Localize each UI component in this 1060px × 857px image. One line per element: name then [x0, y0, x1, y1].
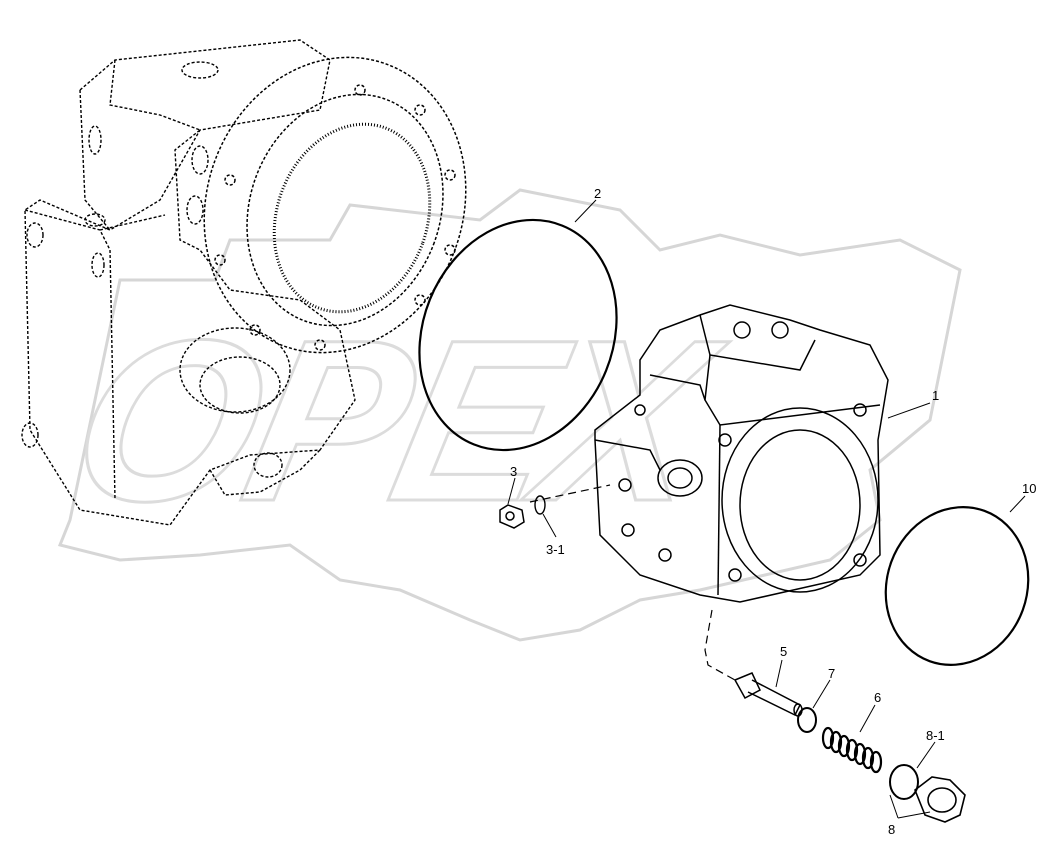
- watermark-gear-outline: [57, 188, 962, 642]
- callout-6: 6: [874, 690, 881, 705]
- callout-8-1: 8-1: [926, 728, 945, 743]
- spring-part-6: [821, 726, 883, 774]
- watermark-text: OPEX: [53, 292, 741, 549]
- ring-part-8-1: [889, 764, 919, 800]
- callout-5: 5: [780, 644, 787, 659]
- callout-7: 7: [828, 666, 835, 681]
- o-ring-large: [418, 218, 618, 452]
- callout-3-1: 3-1: [546, 542, 565, 557]
- callout-2: 2: [594, 186, 601, 201]
- plug-part-3: [499, 504, 525, 529]
- callout-1: 1: [932, 388, 939, 403]
- o-ring-3-1: [534, 495, 546, 515]
- callout-10: 10: [1022, 481, 1036, 496]
- leader-lines: [507, 199, 1026, 819]
- callout-3: 3: [510, 464, 517, 479]
- watermark: OPEX: [52, 188, 962, 642]
- valve-stem-part-5: [733, 672, 803, 717]
- cover-housing: [594, 304, 889, 603]
- ring-part-7: [797, 707, 817, 733]
- callout-8: 8: [888, 822, 895, 837]
- callouts: 1 2 3 3-1 5 6 7 8 8-1 10: [510, 186, 1036, 837]
- transmission-housing: [21, 39, 356, 526]
- hex-plug-part-8: [914, 776, 966, 823]
- o-ring-right: [884, 506, 1030, 666]
- assembly-lines: [529, 484, 736, 681]
